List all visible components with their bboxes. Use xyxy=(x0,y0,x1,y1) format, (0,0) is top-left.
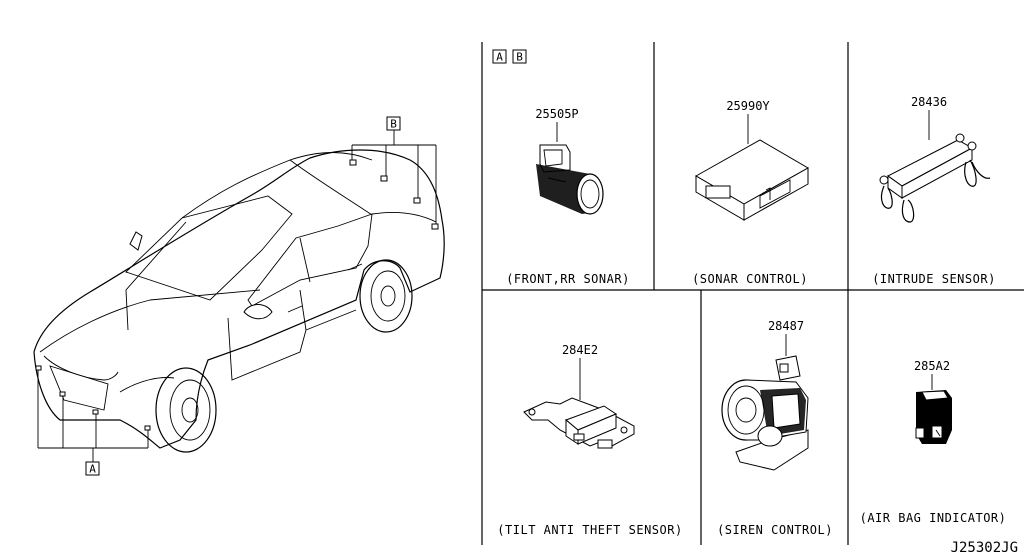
part-number: 25505P xyxy=(535,107,578,121)
part-number: 285A2 xyxy=(914,359,950,373)
panel-intrude-sensor: 28436 (INTRUDE SENSOR) xyxy=(872,95,996,286)
part-caption: (SONAR CONTROL) xyxy=(692,272,808,286)
callout-a-label: A xyxy=(89,463,96,476)
part-number: 284E2 xyxy=(562,343,598,357)
panel-siren-control: 28487 (SIREN CONTROL) xyxy=(717,319,833,537)
panel-front-rr-sonar: 25505P (FRONT,RR SONAR) xyxy=(506,107,630,286)
panel-tilt-anti-theft-sensor: 284E2 (TILT ANTI THEFT SENSOR) xyxy=(497,343,682,537)
callout-a: A xyxy=(85,461,100,476)
part-number: 28487 xyxy=(768,319,804,333)
panel-sonar-control: 25990Y (SONAR CONTROL) xyxy=(692,99,810,286)
part-caption: (AIR BAG INDICATOR) xyxy=(860,511,1007,525)
part-number: 25990Y xyxy=(726,99,770,113)
part-caption: (FRONT,RR SONAR) xyxy=(506,272,630,286)
callout-b-label: B xyxy=(390,118,397,131)
group-label-b: B xyxy=(516,51,523,64)
callout-b: B xyxy=(386,116,401,131)
panel-group-label: A B xyxy=(492,49,527,64)
part-number: 28436 xyxy=(911,95,947,109)
panel-air-bag-indicator: 285A2 (AIR BAG INDICATOR) xyxy=(860,359,1007,525)
group-label-a: A xyxy=(496,51,503,64)
part-caption: (TILT ANTI THEFT SENSOR) xyxy=(497,523,682,537)
part-caption: (INTRUDE SENSOR) xyxy=(872,272,996,286)
panel-grid xyxy=(481,42,1024,545)
diagram-id: J25302JG xyxy=(951,540,1018,556)
part-caption: (SIREN CONTROL) xyxy=(717,523,833,537)
vehicle-illustration xyxy=(33,130,445,462)
